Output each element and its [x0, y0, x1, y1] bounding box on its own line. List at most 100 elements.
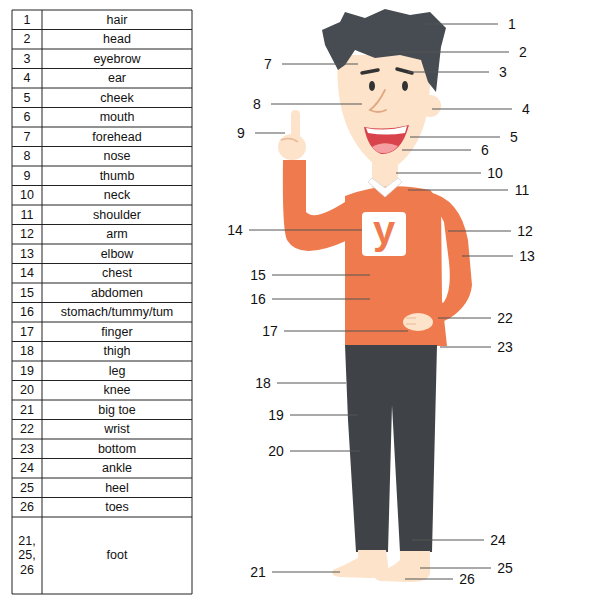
table-cell: 20 — [12, 381, 42, 401]
table-cell: 12 — [12, 225, 42, 245]
table-cell: 4 — [12, 69, 42, 89]
table-cell: elbow — [42, 244, 192, 264]
table-cell: 1 — [12, 10, 42, 30]
table-cell: 10 — [12, 186, 42, 206]
table-cell: 17 — [12, 322, 42, 342]
callout-number: 5 — [510, 130, 518, 144]
callout-number: 9 — [237, 126, 245, 140]
table-cell: 8 — [12, 147, 42, 167]
table-cell: wrist — [42, 420, 192, 440]
table-cell: forehead — [42, 127, 192, 147]
table-cell: neck — [42, 186, 192, 206]
collar — [368, 178, 402, 197]
table-cell: eyebrow — [42, 49, 192, 69]
table-cell: arm — [42, 225, 192, 245]
left-eye — [369, 81, 375, 91]
callout-number: 16 — [250, 292, 266, 306]
raised-hand — [278, 134, 306, 160]
finger-lines — [406, 318, 416, 324]
table-cell: hair — [42, 10, 192, 30]
table-cell: 22 — [12, 420, 42, 440]
table-cell: 3 — [12, 49, 42, 69]
table-cell: ear — [42, 69, 192, 89]
callout-number: 23 — [497, 340, 513, 354]
callout-number: 12 — [517, 224, 533, 238]
callout-number: 20 — [268, 444, 284, 458]
table-cell: thumb — [42, 166, 192, 186]
table-cell: 18 — [12, 342, 42, 362]
callout-number: 6 — [481, 143, 489, 157]
table-cell: heel — [42, 478, 192, 498]
table-grid — [12, 10, 192, 594]
trousers — [345, 345, 437, 552]
callout-number: 18 — [255, 376, 271, 390]
table-cell: 19 — [12, 361, 42, 381]
table-cell: foot — [42, 517, 192, 594]
face — [337, 55, 432, 172]
callout-number: 26 — [459, 572, 475, 586]
callout-number: 25 — [497, 561, 513, 575]
table-cell: cheek — [42, 88, 192, 108]
table-cell: 14 — [12, 264, 42, 284]
table-cell: toes — [42, 498, 192, 518]
callout-number: 3 — [499, 65, 507, 79]
table-cell: 26 — [12, 498, 42, 518]
tongue — [372, 143, 398, 153]
hip-hand — [403, 313, 433, 331]
table-cell: chest — [42, 264, 192, 284]
table-cell: mouth — [42, 108, 192, 128]
callout-number: 21 — [250, 565, 266, 579]
callout-number: 1 — [508, 17, 516, 31]
logo-letter: y — [373, 210, 395, 250]
hair-shape — [322, 9, 446, 92]
callout-number: 7 — [264, 57, 272, 71]
table-cell: 25 — [12, 478, 42, 498]
table-cell: stomach/tummy/tum — [42, 303, 192, 323]
callout-number: 14 — [227, 223, 243, 237]
table-cell: 11 — [12, 205, 42, 225]
table-cell: abdomen — [42, 283, 192, 303]
table-cell: ankle — [42, 459, 192, 479]
callout-number: 22 — [497, 311, 513, 325]
callout-number: 10 — [487, 166, 503, 180]
table-cell: 21, 25, 26 — [12, 517, 42, 594]
thumb-line — [281, 138, 298, 142]
callout-number: 8 — [253, 97, 261, 111]
table-cell: leg — [42, 361, 192, 381]
callout-number: 24 — [490, 533, 506, 547]
nose-shape — [370, 90, 386, 112]
callout-number: 17 — [262, 324, 278, 338]
table-cell: 9 — [12, 166, 42, 186]
table-cell: 6 — [12, 108, 42, 128]
table-cell: nose — [42, 147, 192, 167]
right-foot — [375, 551, 431, 582]
leader-lines — [249, 24, 513, 579]
leader-paths — [249, 24, 513, 579]
table-cell: 15 — [12, 283, 42, 303]
teeth — [366, 126, 407, 135]
raised-arm — [283, 160, 348, 251]
table-cell: shoulder — [42, 205, 192, 225]
table-cell: 13 — [12, 244, 42, 264]
table-cell: 2 — [12, 30, 42, 50]
table-cell: thigh — [42, 342, 192, 362]
table-lines — [12, 10, 192, 594]
table-cell: head — [42, 30, 192, 50]
table-cell: 16 — [12, 303, 42, 323]
table-cell: knee — [42, 381, 192, 401]
table-cell: 7 — [12, 127, 42, 147]
callout-number: 11 — [515, 183, 530, 197]
table-cell: 24 — [12, 459, 42, 479]
right-eye — [402, 81, 408, 91]
table-cell: 5 — [12, 88, 42, 108]
table-cell: bottom — [42, 439, 192, 459]
table-cell: 23 — [12, 439, 42, 459]
callout-number: 19 — [268, 408, 284, 422]
table-cell: big toe — [42, 400, 192, 420]
callout-number: 15 — [250, 268, 266, 282]
callout-number: 4 — [522, 102, 530, 116]
callout-number: 2 — [519, 45, 527, 59]
callout-number: 13 — [519, 249, 535, 263]
